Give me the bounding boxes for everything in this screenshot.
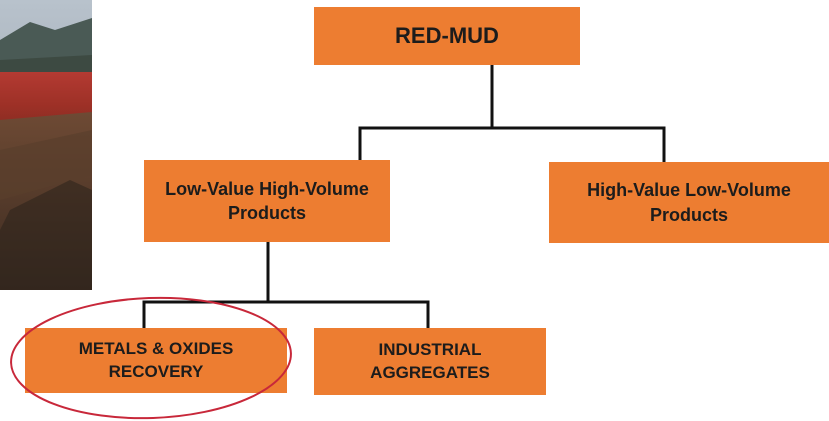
root-node-label: RED-MUD	[395, 23, 499, 49]
branch-node-high-value: High-Value Low-Volume Products	[549, 162, 829, 243]
root-node-red-mud: RED-MUD	[314, 7, 580, 65]
leaf-node-industrial-aggregates-label: INDUSTRIAL AGGREGATES	[370, 339, 490, 382]
branch-node-low-value: Low-Value High-Volume Products	[144, 160, 390, 242]
red-mud-lake-photo	[0, 0, 92, 290]
leaf-node-metals-oxides: METALS & OXIDES RECOVERY	[25, 328, 287, 393]
branch-node-high-value-label: High-Value Low-Volume Products	[587, 180, 791, 225]
leaf-node-metals-oxides-label: METALS & OXIDES RECOVERY	[78, 338, 234, 381]
leaf-node-industrial-aggregates: INDUSTRIAL AGGREGATES	[314, 328, 546, 395]
branch-node-low-value-label: Low-Value High-Volume Products	[165, 178, 369, 223]
